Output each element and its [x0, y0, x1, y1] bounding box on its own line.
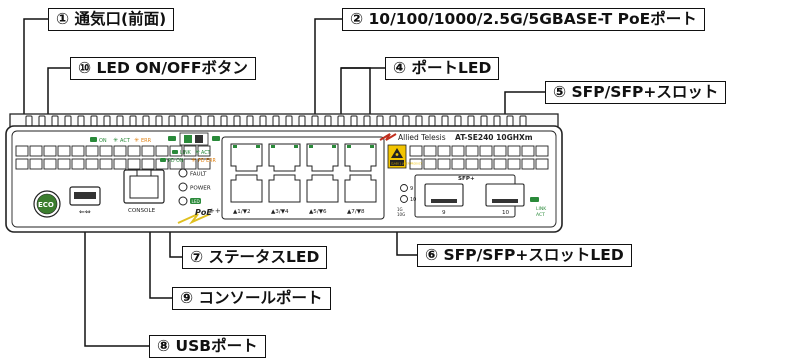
leader-vent: [23, 18, 48, 150]
leader-poe-ports: [314, 18, 342, 145]
rj45-ports[interactable]: [230, 143, 377, 203]
sfp-led-9-label: 9: [410, 186, 413, 192]
status-led-label: LED: [192, 199, 200, 204]
port-label-5-6: ▲5/▼6: [309, 209, 327, 215]
callout-console: ⑨ コンソールポート: [172, 287, 331, 310]
sfp-area: SFP+ 9 10: [414, 174, 525, 218]
port-leds: [233, 145, 374, 148]
leader-port-led: [340, 67, 371, 88]
sfp-link-label: LINK: [536, 206, 547, 212]
port-label-7-8: ▲7/▼8: [347, 209, 365, 215]
sfp-speed-1-label: 1G: [397, 207, 403, 212]
eco-label: ECO: [38, 201, 54, 209]
port-label-1-2: ▲1/▼2: [233, 209, 251, 215]
legend-err-label: ERR: [141, 138, 152, 144]
svg-text:✳: ✳: [195, 149, 200, 156]
sfp-label: SFP+: [458, 176, 475, 182]
sfp-slot-9[interactable]: [424, 183, 464, 207]
svg-text:✳: ✳: [134, 137, 139, 144]
callout-status-led: ⑦ ステータスLED: [182, 246, 328, 269]
vent-grid-right: [409, 145, 549, 170]
usb-icon: ⇐⇔: [79, 208, 91, 216]
callout-sfp-led: ⑥ SFP/SFP+スロットLED: [417, 244, 632, 267]
sfp-leds: 9 10 1G 10G LINK ACT: [397, 184, 547, 218]
sfp-act-label: ACT: [536, 212, 545, 218]
sfp-slot-10[interactable]: [485, 183, 525, 207]
leader-console: [149, 212, 172, 299]
sfp-port-10-label: 10: [502, 210, 510, 216]
leader-usb: [84, 206, 149, 347]
led-onoff-button[interactable]: ECO: [33, 190, 61, 218]
callout-port-led: ④ ポートLED: [385, 57, 500, 80]
brand-label: Allied Telesis: [398, 133, 446, 142]
port-labels: ▲1/▼2 ▲3/▼4 ▲5/▼6 ▲7/▼8: [233, 209, 365, 215]
legend-act2-label: ACT: [201, 150, 211, 156]
callout-led-button: ⑩ LED ON/OFFボタン: [70, 57, 256, 80]
switch-chassis: ON ✳ ACT ✳ ERR LINK ✳ ACT PD ON ✳ PD ERR…: [5, 113, 563, 233]
sfp-port-9-label: 9: [442, 210, 446, 216]
vent-grid-left: [15, 145, 211, 170]
svg-text:✳: ✳: [113, 137, 118, 144]
laser-warning-label: CLASS 1 LASER PRODUCT: [387, 144, 422, 169]
laser-warning-text: CLASS 1 LASER PRODUCT: [391, 163, 422, 166]
status-fault-label: FAULT: [190, 172, 207, 178]
status-leds: FAULT POWER LED: [178, 168, 211, 206]
callout-usb: ⑧ USBポート: [149, 335, 266, 358]
poe-logo: PoE ++: [177, 207, 221, 225]
legend-link-label: LINK: [180, 150, 192, 156]
legend-act-label: ACT: [120, 138, 131, 144]
legend-pd-err-label: PD ERR: [198, 158, 216, 164]
model-label: AT-SE240 10GHXm: [455, 133, 533, 142]
poe-plus-label: ++: [209, 207, 221, 215]
usb-port[interactable]: ⇐⇔: [69, 186, 101, 216]
poe-label: PoE: [195, 208, 212, 217]
port-label-3-4: ▲3/▼4: [271, 209, 289, 215]
callout-vent: ① 通気口(前面): [48, 8, 175, 31]
callout-sfp-slot: ⑤ SFP/SFP+スロット: [545, 81, 727, 104]
legend-on-label: ON: [99, 138, 107, 144]
status-power-label: POWER: [190, 186, 211, 192]
sfp-speed-10-label: 10G: [397, 212, 405, 217]
legend-leds: ON ✳ ACT ✳ ERR LINK ✳ ACT PD ON ✳ PD ERR: [90, 132, 220, 164]
callout-poe-ports: ② 10/100/1000/2.5G/5GBASE-T PoEポート: [342, 8, 705, 31]
brand-area: Allied Telesis AT-SE240 10GHXm: [379, 133, 533, 142]
legend-pd-on-label: PD ON: [168, 158, 184, 164]
sfp-led-10-label: 10: [410, 197, 416, 203]
svg-text:✳: ✳: [191, 157, 196, 164]
console-port[interactable]: CONSOLE: [123, 169, 165, 214]
console-label: CONSOLE: [128, 208, 156, 214]
